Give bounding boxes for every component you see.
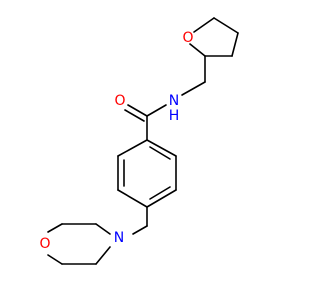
molecule-canvas: O N H O N O — [39, 17, 239, 265]
carbonyl-oxygen-label: O — [114, 93, 125, 109]
atom-labels: O N H O N O — [39, 30, 193, 252]
bond — [95, 246, 111, 265]
bond — [189, 43, 206, 57]
bond — [47, 223, 63, 233]
bond — [231, 32, 239, 57]
structure-diagram: O N H O N O — [39, 17, 239, 265]
bond — [193, 17, 215, 33]
carbonyl-double-bond — [127, 104, 148, 117]
morpholine-oxygen-label: O — [39, 236, 50, 252]
thf-oxygen-label: O — [182, 30, 193, 46]
amide-nitrogen-label: N — [169, 93, 179, 109]
bond — [132, 225, 148, 235]
amide-hydrogen-label: H — [169, 108, 180, 124]
bond — [146, 189, 177, 208]
bond — [146, 139, 177, 157]
bond — [117, 189, 148, 208]
bond — [47, 254, 63, 265]
bond — [117, 139, 148, 157]
aromatic-double-bond — [149, 146, 171, 160]
bond — [181, 81, 206, 96]
aromatic-double-bond — [149, 186, 171, 200]
morpholine-nitrogen-label: N — [114, 230, 124, 246]
bond — [95, 223, 111, 235]
bonds — [47, 17, 239, 265]
bond — [146, 104, 167, 117]
bond — [213, 17, 239, 34]
carbonyl-double-bond — [124, 109, 145, 122]
